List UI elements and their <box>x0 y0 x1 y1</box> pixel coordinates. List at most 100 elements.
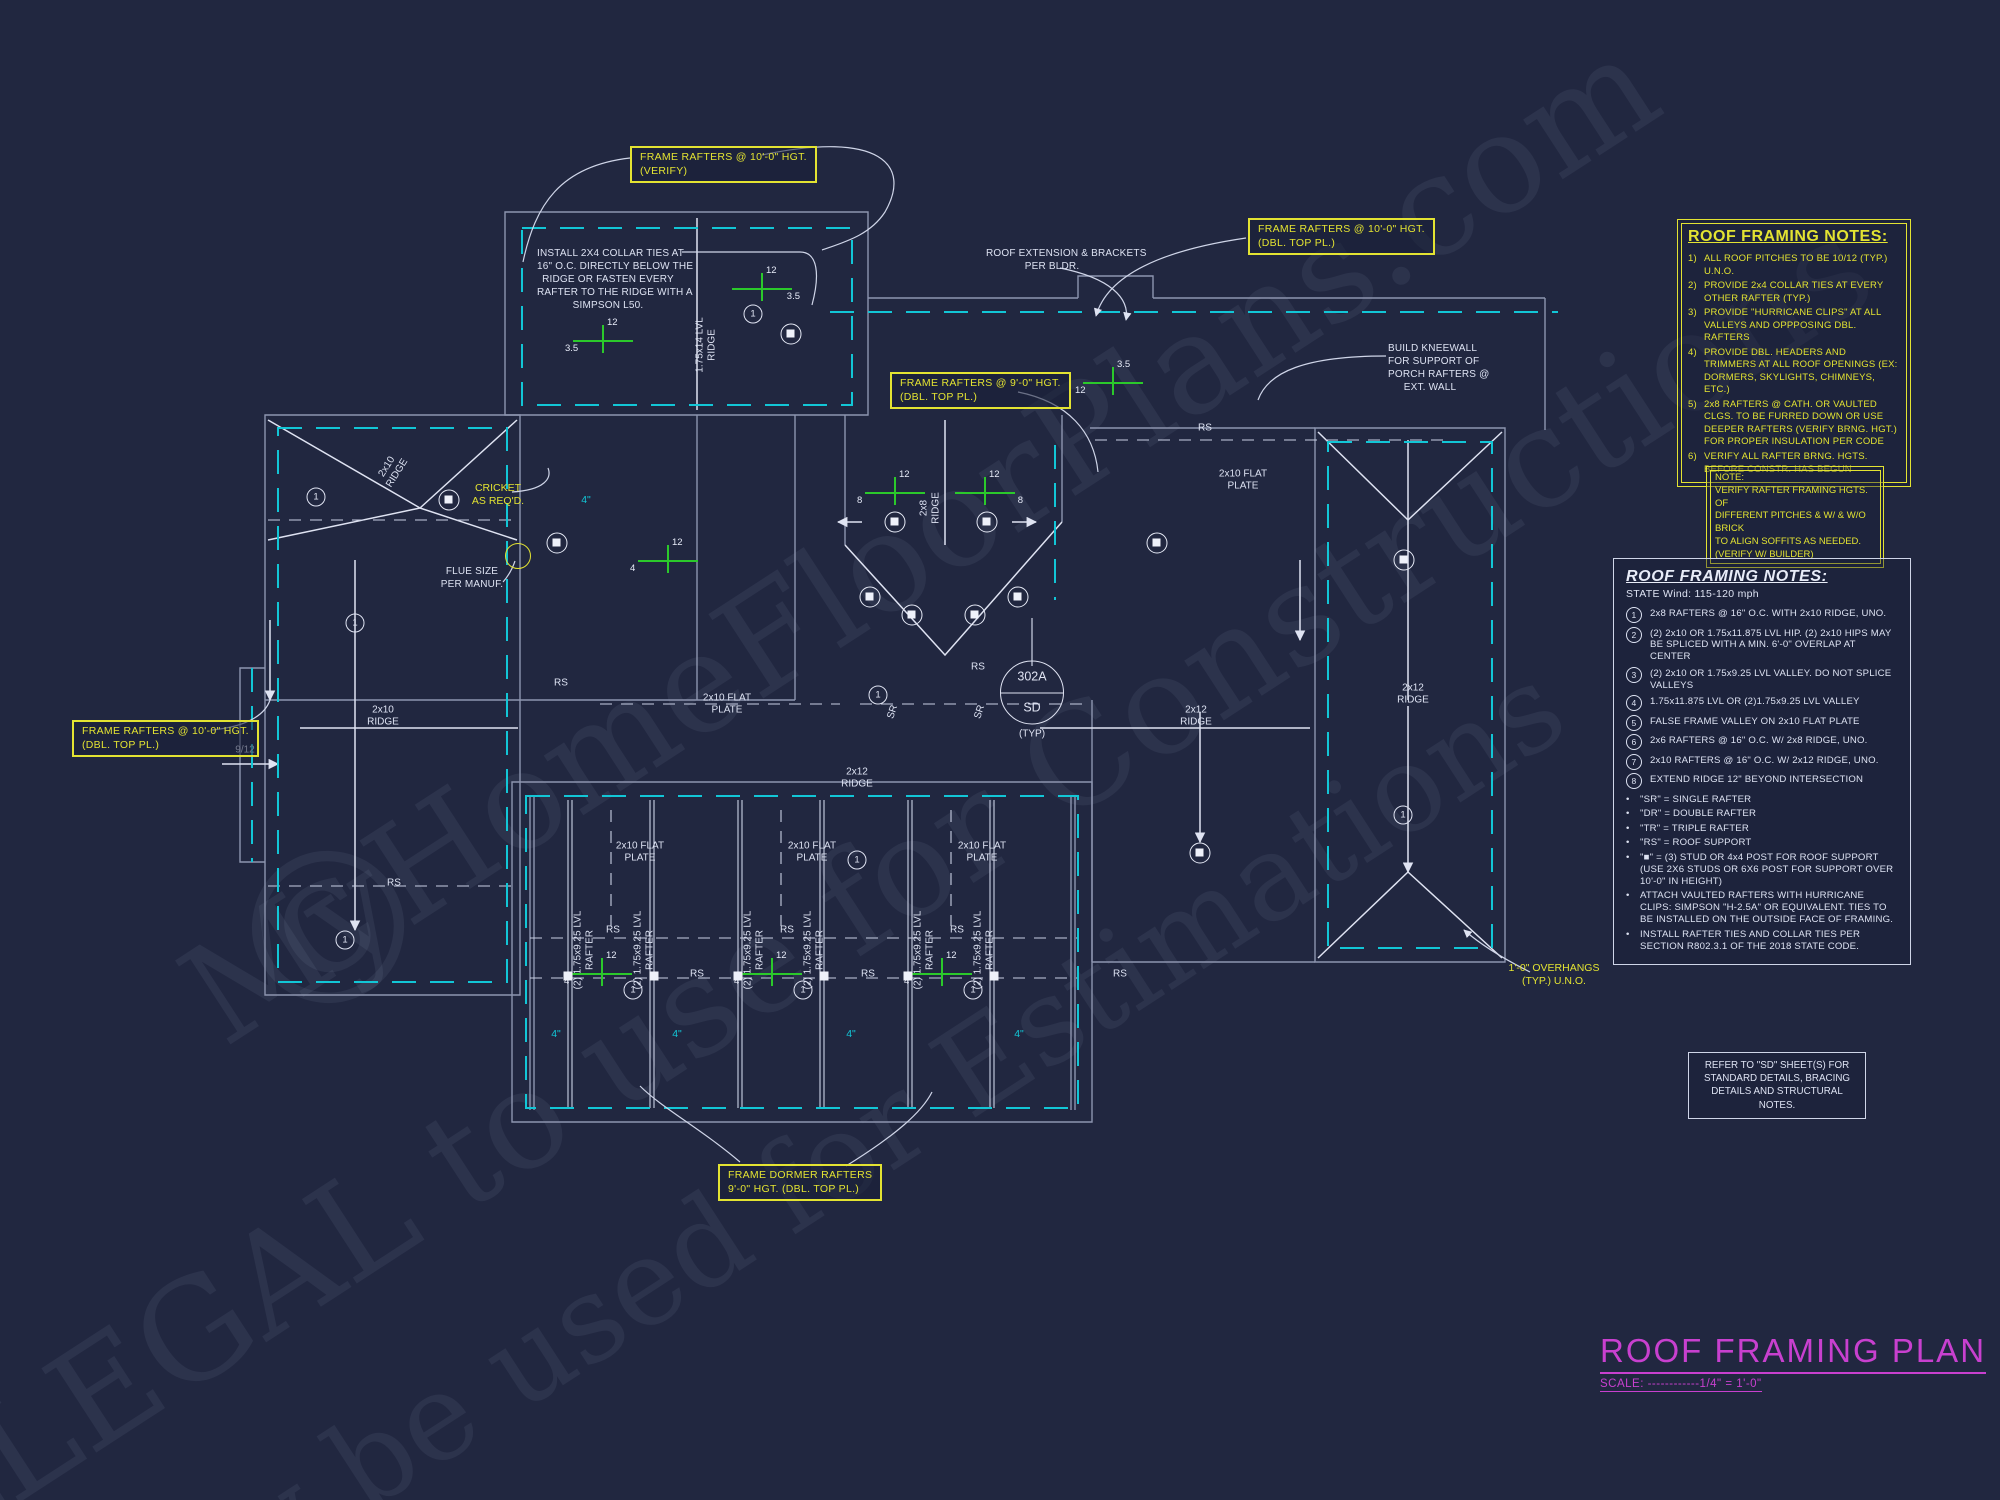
roof-support-post <box>546 532 568 554</box>
white-note-bullet: •"■" = (3) STUD OR 4x4 POST FOR ROOF SUP… <box>1626 852 1898 888</box>
plan-label-line: RS <box>606 924 620 936</box>
callout-line: CRICKET <box>474 482 522 494</box>
white-note-bullet: •"SR" = SINGLE RAFTER <box>1626 794 1898 806</box>
plan-label-line: 1.75x14 LVL <box>694 317 706 373</box>
plan-label: RS <box>554 677 568 689</box>
plan-label: RS <box>1198 422 1212 434</box>
note-line: DETAILS AND STRUCTURAL NOTES. <box>1711 1086 1843 1111</box>
note-number: 1) <box>1688 253 1697 264</box>
plan-label-line: RIDGE <box>367 716 399 727</box>
plan-label-line: PLATE <box>966 852 998 863</box>
slope-run-label: 12 <box>1075 385 1086 396</box>
detail-bubble-typ: (TYP) <box>1018 728 1046 740</box>
slope-vertical <box>761 273 763 301</box>
roof-support-post <box>901 604 923 626</box>
slope-rise-label: 3.5 <box>1117 359 1131 370</box>
plan-label-line: (2) 1.75x9.25 LVL <box>972 910 984 990</box>
roof-support-post <box>1146 532 1168 554</box>
plan-label: RS <box>387 877 401 889</box>
detail-bubble: 302A SD (TYP) <box>1000 660 1064 740</box>
callout-line: (DBL. TOP PL.) <box>1258 236 1336 249</box>
plan-label-line: (2) 1.75x9.25 LVL <box>802 910 814 990</box>
note-text: EXTEND RIDGE 12" BEYOND INTERSECTION <box>1650 774 1864 786</box>
keynote-number: 4 <box>1626 695 1642 712</box>
note-line: DIFFERENT PITCHES & W/ & W/O BRICK <box>1715 510 1866 535</box>
roof-support-post <box>780 323 802 345</box>
dim-label: 4" <box>1014 1027 1024 1040</box>
white-note-bullet: •INSTALL RAFTER TIES AND COLLAR TIES PER… <box>1626 929 1898 953</box>
roof-support-post <box>964 604 986 626</box>
keynote-circle: 1 <box>847 850 867 870</box>
keynote-number: 1 <box>1626 607 1642 623</box>
slope-rise-label: 12 <box>766 265 777 276</box>
note-text: VERIFY ALL RAFTER BRNG. HGTS. BEFORE CON… <box>1704 450 1868 475</box>
detail-bubble-number: 302A <box>1001 662 1063 693</box>
slope-run-label: 8 <box>857 495 863 506</box>
note-text: FALSE FRAME VALLEY ON 2x10 FLAT PLATE <box>1650 715 1860 727</box>
keynote-circle: 1 <box>335 930 355 950</box>
slope-run-label: 4 <box>734 976 740 987</box>
annotation-line: BUILD KNEEWALL <box>1388 343 1478 354</box>
note-text: (2) 2x10 OR 1.75x9.25 LVL VALLEY. DO NOT… <box>1650 667 1892 691</box>
keynote-number: 6 <box>1626 734 1642 751</box>
white-notes-title: ROOF FRAMING NOTES: <box>1626 568 1828 585</box>
roof-support-post <box>859 586 881 608</box>
annotation-line: FOR SUPPORT OF <box>1388 356 1480 367</box>
note-text: "DR" = DOUBLE RAFTER <box>1640 808 1757 820</box>
callout-overhangs: 1'-0" OVERHANGS(TYP.) U.N.O. <box>1494 962 1614 988</box>
plan-label: RS <box>861 968 875 980</box>
callout-line: FRAME RAFTERS @ 10'-0" HGT. <box>1258 223 1425 235</box>
plan-label: RS <box>971 661 985 673</box>
slope-rise-label: 12 <box>776 950 787 961</box>
dim-label: 4" <box>672 1027 682 1040</box>
hidden-lines <box>268 439 1445 979</box>
note-number: 6) <box>1688 450 1697 462</box>
yellow-note-item: 1)ALL ROOF PITCHES TO BE 10/12 (TYP.) U.… <box>1688 253 1900 278</box>
note-text: (2) 2x10 OR 1.75x11.875 LVL HIP. (2) 2x1… <box>1650 627 1892 663</box>
yellow-note-item: 3)PROVIDE "HURRICANE CLIPS" AT ALL VALLE… <box>1688 307 1900 345</box>
plan-label-line: 2x10 FLAT <box>1218 468 1268 480</box>
roof-support-post <box>438 489 460 511</box>
plan-label-line: RS <box>1198 422 1212 434</box>
bullet-dot: • <box>1626 851 1630 863</box>
white-note-bullet: •"TR" = TRIPLE RAFTER <box>1626 823 1898 835</box>
bullet-dot: • <box>1626 793 1630 805</box>
yellow-notes-list: 1)ALL ROOF PITCHES TO BE 10/12 (TYP.) U.… <box>1688 253 1900 476</box>
roof-framing-notes-yellow-box: ROOF FRAMING NOTES: 1)ALL ROOF PITCHES T… <box>1677 219 1911 488</box>
note-text: 2x6 RAFTERS @ 16" O.C. W/ 2x8 RIDGE, UNO… <box>1650 735 1868 747</box>
annotation-line: RIDGE OR FASTEN EVERY <box>542 274 674 285</box>
plan-label-line: (2) 1.75x9.25 LVL <box>632 910 644 990</box>
slope-vertical <box>1112 367 1114 395</box>
slope-run-label: 3.5 <box>565 343 579 354</box>
roof-support-post <box>884 511 906 533</box>
note-line: (VERIFY W/ BUILDER) <box>1715 548 1814 560</box>
callout-frame-rafters-10-left: FRAME RAFTERS @ 10'-0" HGT.(DBL. TOP PL.… <box>72 720 259 758</box>
sheet-scale: SCALE: ------------1/4" = 1'-0" <box>1600 1378 1762 1392</box>
plan-label-line: 2x12 <box>846 766 868 778</box>
post-square <box>733 971 743 981</box>
leader-lines <box>211 146 1531 1167</box>
bullet-dot: • <box>1626 928 1630 940</box>
roof-framing-notes-white-box: ROOF FRAMING NOTES: STATE Wind: 115-120 … <box>1613 558 1911 966</box>
roof-support-post <box>1393 549 1415 571</box>
yellow-note-item: 4)PROVIDE DBL. HEADERS AND TRIMMERS AT A… <box>1688 347 1900 397</box>
keynote-number: 7 <box>1626 753 1642 770</box>
bullet-dot: • <box>1626 837 1630 849</box>
callout-line: FRAME RAFTERS @ 10'-0" HGT. <box>82 725 249 737</box>
